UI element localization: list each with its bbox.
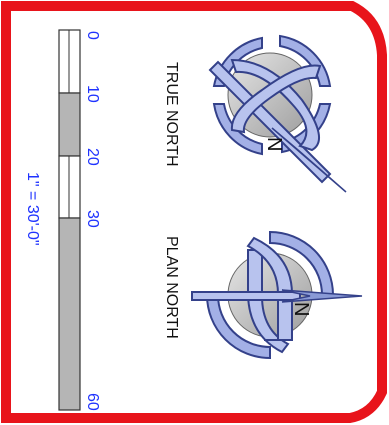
scale-bar-segment-10-20 bbox=[58, 92, 81, 157]
plan-north-arrow-icon bbox=[281, 289, 363, 303]
scale-tick-label-60: 60 bbox=[84, 393, 101, 411]
scale-bar-segment-30-60 bbox=[58, 217, 81, 411]
plan-north-symbol: N bbox=[191, 230, 363, 360]
plan-north-label: PLAN NORTH bbox=[163, 236, 180, 339]
true-north-arrow-icon bbox=[271, 127, 347, 193]
plan-north-band bbox=[247, 249, 290, 354]
scale-tick-label-20: 20 bbox=[84, 148, 101, 166]
plan-north-band bbox=[246, 236, 293, 341]
plan-north-letter: N bbox=[290, 302, 312, 316]
scale-tick-label-10: 10 bbox=[84, 85, 101, 103]
true-north-band bbox=[230, 58, 321, 152]
true-north-label: TRUE NORTH bbox=[163, 62, 180, 167]
scale-bar bbox=[58, 29, 81, 411]
plan-north-crossbar bbox=[191, 291, 301, 301]
scale-tick-label-0: 0 bbox=[84, 31, 101, 40]
true-north-band bbox=[230, 64, 322, 134]
true-north-ring bbox=[212, 103, 263, 156]
scale-note: 1" = 30'-0" bbox=[24, 172, 41, 246]
true-north-symbol: N bbox=[208, 34, 347, 193]
plan-north-ring bbox=[205, 294, 271, 360]
scale-tick-label-30: 30 bbox=[84, 210, 101, 228]
true-north-letter: N bbox=[263, 137, 285, 151]
